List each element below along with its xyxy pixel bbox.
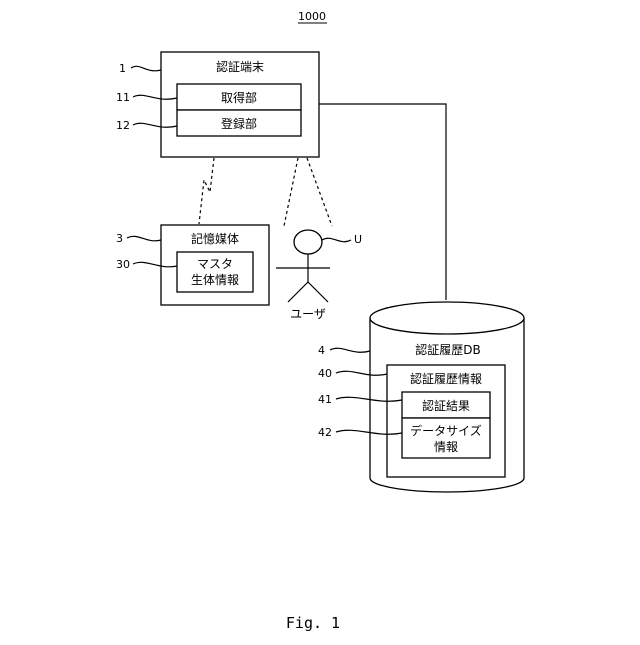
ref-1: 1 (119, 62, 126, 75)
user-leg-right (308, 282, 328, 302)
auth-terminal-title: 認証端末 (216, 59, 264, 74)
wireless-link (199, 158, 214, 224)
auth-terminal: 認証端末 取得部 登録部 (161, 52, 319, 157)
auth-history-db-title: 認証履歴DB (415, 342, 480, 357)
leader-1 (131, 66, 161, 71)
master-bio-line2: 生体情報 (191, 273, 239, 287)
auth-history-info-title: 認証履歴情報 (410, 371, 482, 386)
ref-40: 40 (318, 367, 332, 380)
ref-41: 41 (318, 393, 332, 406)
ref-42: 42 (318, 426, 332, 439)
system-ref: 1000 (298, 10, 326, 23)
terminal-db-connector (319, 104, 446, 300)
ref-3: 3 (116, 232, 123, 245)
user-leg-left (288, 282, 308, 302)
ref-U: U (354, 233, 362, 246)
view-line-left (284, 158, 298, 226)
storage-medium-title: 記憶媒体 (191, 231, 239, 246)
leader-U (322, 238, 351, 241)
acquisition-unit-label: 取得部 (221, 90, 257, 105)
ref-4: 4 (318, 344, 325, 357)
auth-result-label: 認証結果 (422, 398, 470, 413)
leader-4 (330, 348, 370, 352)
auth-history-db: 認証履歴DB 認証履歴情報 認証結果 データサイズ 情報 (370, 302, 524, 492)
db-cylinder-top (370, 302, 524, 334)
master-bio-line1: マスタ (197, 257, 233, 271)
figure-caption: Fig. 1 (286, 614, 340, 632)
data-size-info-line2: 情報 (434, 440, 458, 454)
ref-12: 12 (116, 119, 130, 132)
registration-unit-label: 登録部 (221, 116, 257, 131)
storage-medium: 記憶媒体 マスタ 生体情報 (161, 225, 269, 305)
ref-30: 30 (116, 258, 130, 271)
ref-11: 11 (116, 91, 130, 104)
user-figure (276, 230, 330, 302)
data-size-info-line1: データサイズ (410, 423, 482, 438)
user-label: ユーザ (290, 307, 326, 321)
leader-3 (127, 236, 161, 241)
view-line-right (307, 158, 332, 226)
user-head (294, 230, 322, 254)
